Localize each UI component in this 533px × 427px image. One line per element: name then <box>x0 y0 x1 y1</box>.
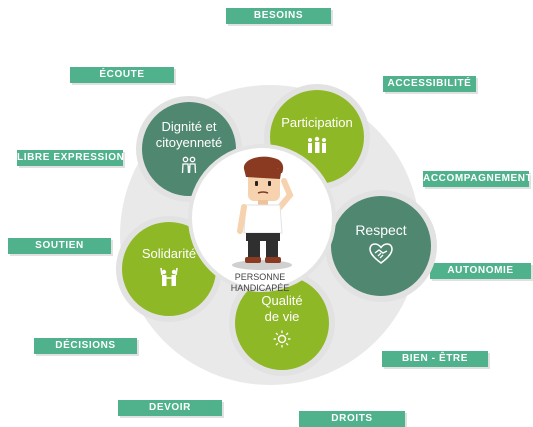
tag-droits: Droits <box>299 411 405 427</box>
tag-accompagnement: Accompagnement <box>423 171 532 187</box>
people-icon <box>180 156 198 179</box>
center-label-line1: Personne <box>234 272 286 282</box>
hands-up-icon <box>158 267 180 292</box>
sun-icon <box>273 330 291 353</box>
person-illustration <box>232 156 294 270</box>
petal-qualite-line1: Qualité <box>261 293 303 308</box>
petal-qualite-line2: de vie <box>264 309 300 324</box>
petal-dignite-line1: Dignité et <box>161 119 217 134</box>
group-icon <box>306 136 328 159</box>
center-label-line2: handicapée <box>230 283 290 293</box>
tag-devoir: Devoir <box>118 400 222 416</box>
tag-accessibilite: Accessibilité <box>383 76 476 92</box>
tag-autonomie: Autonomie <box>430 263 531 279</box>
tag-bien-etre: Bien - être <box>382 351 488 367</box>
petal-respect-label: Respect <box>355 222 407 238</box>
tag-libre-expression: Libre expression <box>17 150 124 166</box>
tag-ecoute: Écoute <box>70 67 174 83</box>
petal-dignite-line2: citoyenneté <box>155 135 223 150</box>
tag-soutien: Soutien <box>8 238 111 254</box>
tag-besoins: Besoins <box>226 8 331 24</box>
center-label: Personne handicapée <box>200 272 320 294</box>
tag-decisions: Décisions <box>34 338 137 354</box>
petal-respect: Respect <box>325 190 437 302</box>
petal-solidarite-label: Solidarité <box>141 246 197 261</box>
handshake-heart-icon <box>369 243 393 270</box>
petal-participation-label: Participation <box>281 115 353 130</box>
